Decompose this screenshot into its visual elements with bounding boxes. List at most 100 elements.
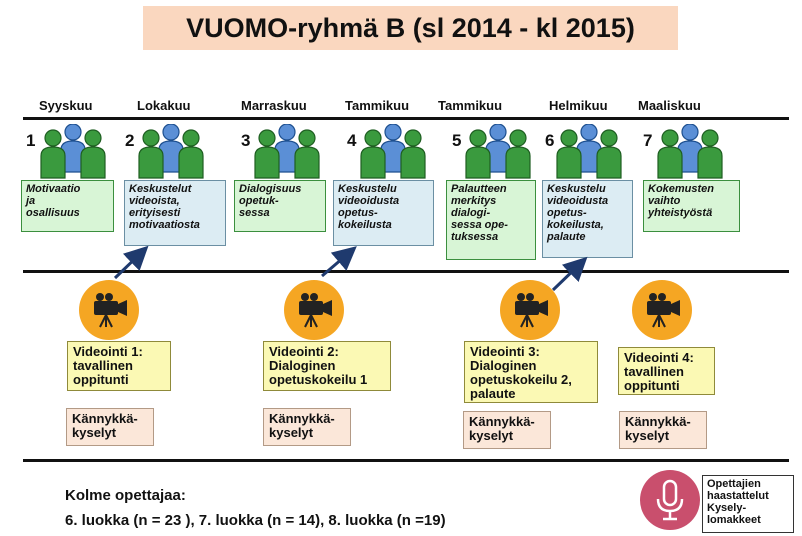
- video-text: Videointi 1:: [73, 344, 143, 359]
- month-label-4: Tammikuu: [345, 98, 410, 113]
- survey-text: kyselyt: [625, 428, 670, 443]
- topic-text: videoista,: [129, 195, 180, 207]
- divider-line-top: [23, 117, 789, 120]
- topic-text: videoidusta: [547, 195, 609, 207]
- topic-text: Palautteen: [451, 183, 507, 195]
- topic-text: yhteistyöstä: [648, 207, 713, 219]
- topic-box-7: Kokemusten vaihto yhteistyöstä: [643, 180, 740, 232]
- video-text: Videointi 2:: [269, 344, 339, 359]
- video-text: Dialoginen: [470, 358, 537, 373]
- video-text: opetuskokeilu 2,: [470, 372, 572, 387]
- page-title: VUOMO-ryhmä B (sl 2014 - kl 2015): [186, 12, 635, 43]
- survey-text: Kännykkä-: [269, 411, 335, 426]
- session-number-1: 1: [26, 131, 36, 150]
- video-text: oppitunti: [624, 378, 680, 393]
- survey-text: kyselyt: [72, 425, 117, 440]
- title-banner: VUOMO-ryhmä B (sl 2014 - kl 2015): [143, 6, 678, 50]
- month-label-5: Tammikuu: [438, 98, 503, 113]
- phone-survey-box-2: Kännykkä- kyselyt: [263, 408, 351, 446]
- video-text: Dialoginen: [269, 358, 336, 373]
- video-box-3: Videointi 3: Dialoginen opetuskokeilu 2,…: [464, 341, 598, 403]
- topic-text: motivaatiosta: [129, 219, 200, 231]
- topic-text: videoidusta: [338, 195, 400, 207]
- microphone-icon: [640, 470, 700, 530]
- topic-text: tuksessa: [451, 231, 499, 243]
- people-group-icon: [251, 124, 323, 180]
- topic-text: Keskustelut: [129, 183, 192, 195]
- session-number-6: 6: [545, 131, 555, 150]
- video-camera-icon: [631, 279, 693, 341]
- phone-survey-box-3: Kännykkä- kyselyt: [463, 411, 551, 449]
- video-text: palaute: [470, 386, 516, 401]
- topic-text: opetus-: [338, 207, 378, 219]
- people-group-icon: [553, 124, 625, 180]
- legend-text: lomakkeet: [707, 514, 761, 526]
- topic-box-2: Keskustelut videoista, erityisesti motiv…: [124, 180, 226, 246]
- video-text: Videointi 3:: [470, 344, 540, 359]
- survey-text: kyselyt: [469, 428, 514, 443]
- video-text: oppitunti: [73, 372, 129, 387]
- month-label-6: Helmikuu: [549, 98, 608, 113]
- month-label-1: Syyskuu: [39, 98, 93, 113]
- video-text: tavallinen: [624, 364, 684, 379]
- people-group-icon: [37, 124, 109, 180]
- topic-text: Dialogisuus: [239, 183, 302, 195]
- topic-text: kokeilusta,: [547, 219, 604, 231]
- video-box-4: Videointi 4: tavallinen oppitunti: [618, 347, 715, 395]
- divider-line-bottom: [23, 459, 789, 462]
- survey-text: Kännykkä-: [625, 414, 691, 429]
- people-group-icon: [462, 124, 534, 180]
- video-text: Videointi 4:: [624, 350, 694, 365]
- topic-text: dialogi-: [451, 207, 491, 219]
- session-number-5: 5: [452, 131, 462, 150]
- topic-text: kokeilusta: [338, 219, 392, 231]
- topic-text: opetus-: [547, 207, 587, 219]
- month-label-7: Maaliskuu: [638, 98, 701, 113]
- topic-text: Motivaatio: [26, 183, 81, 195]
- footer-teachers-label: Kolme opettajaa:: [65, 487, 186, 504]
- survey-text: kyselyt: [269, 425, 314, 440]
- topic-text: Keskustelu: [547, 183, 606, 195]
- survey-text: Kännykkä-: [72, 411, 138, 426]
- topic-text: opetuk-: [239, 195, 279, 207]
- topic-text: erityisesti: [129, 207, 181, 219]
- phone-survey-box-1: Kännykkä- kyselyt: [66, 408, 154, 446]
- video-camera-icon: [78, 279, 140, 341]
- people-group-icon: [357, 124, 429, 180]
- month-label-3: Marraskuu: [241, 98, 307, 113]
- legend-text: Kysely-: [707, 502, 747, 514]
- topic-box-4: Keskustelu videoidusta opetus- kokeilust…: [333, 180, 434, 246]
- topic-text: merkitys: [451, 195, 497, 207]
- people-group-icon: [654, 124, 726, 180]
- video-box-1: Videointi 1: tavallinen oppitunti: [67, 341, 171, 391]
- survey-text: Kännykkä-: [469, 414, 535, 429]
- legend-text: haastattelut: [707, 490, 769, 502]
- topic-box-6: Keskustelu videoidusta opetus- kokeilust…: [542, 180, 633, 258]
- topic-text: Keskustelu: [338, 183, 397, 195]
- video-camera-icon: [283, 279, 345, 341]
- topic-text: osallisuus: [26, 207, 80, 219]
- month-label-2: Lokakuu: [137, 98, 191, 113]
- topic-box-5: Palautteen merkitys dialogi- sessa ope- …: [446, 180, 536, 260]
- session-number-2: 2: [125, 131, 135, 150]
- session-number-7: 7: [643, 131, 653, 150]
- arrow-icon: [113, 245, 149, 280]
- session-number-4: 4: [347, 131, 357, 150]
- session-number-3: 3: [241, 131, 251, 150]
- topic-text: Kokemusten: [648, 183, 715, 195]
- legend-box: Opettajien haastattelut Kysely- lomakkee…: [702, 475, 794, 533]
- topic-text: sessa ope-: [451, 219, 508, 231]
- topic-box-3: Dialogisuus opetuk- sessa: [234, 180, 326, 232]
- video-text: opetuskokeilu 1: [269, 372, 368, 387]
- topic-box-1: Motivaatio ja osallisuus: [21, 180, 114, 232]
- video-box-2: Videointi 2: Dialoginen opetuskokeilu 1: [263, 341, 391, 391]
- legend-text: Opettajien: [707, 478, 761, 490]
- video-camera-icon: [499, 279, 561, 341]
- topic-text: ja: [26, 195, 36, 207]
- topic-text: vaihto: [648, 195, 681, 207]
- footer-class-counts: 6. luokka (n = 23 ), 7. luokka (n = 14),…: [65, 512, 446, 529]
- topic-text: palaute: [547, 231, 586, 243]
- phone-survey-box-4: Kännykkä- kyselyt: [619, 411, 707, 449]
- topic-text: sessa: [239, 207, 270, 219]
